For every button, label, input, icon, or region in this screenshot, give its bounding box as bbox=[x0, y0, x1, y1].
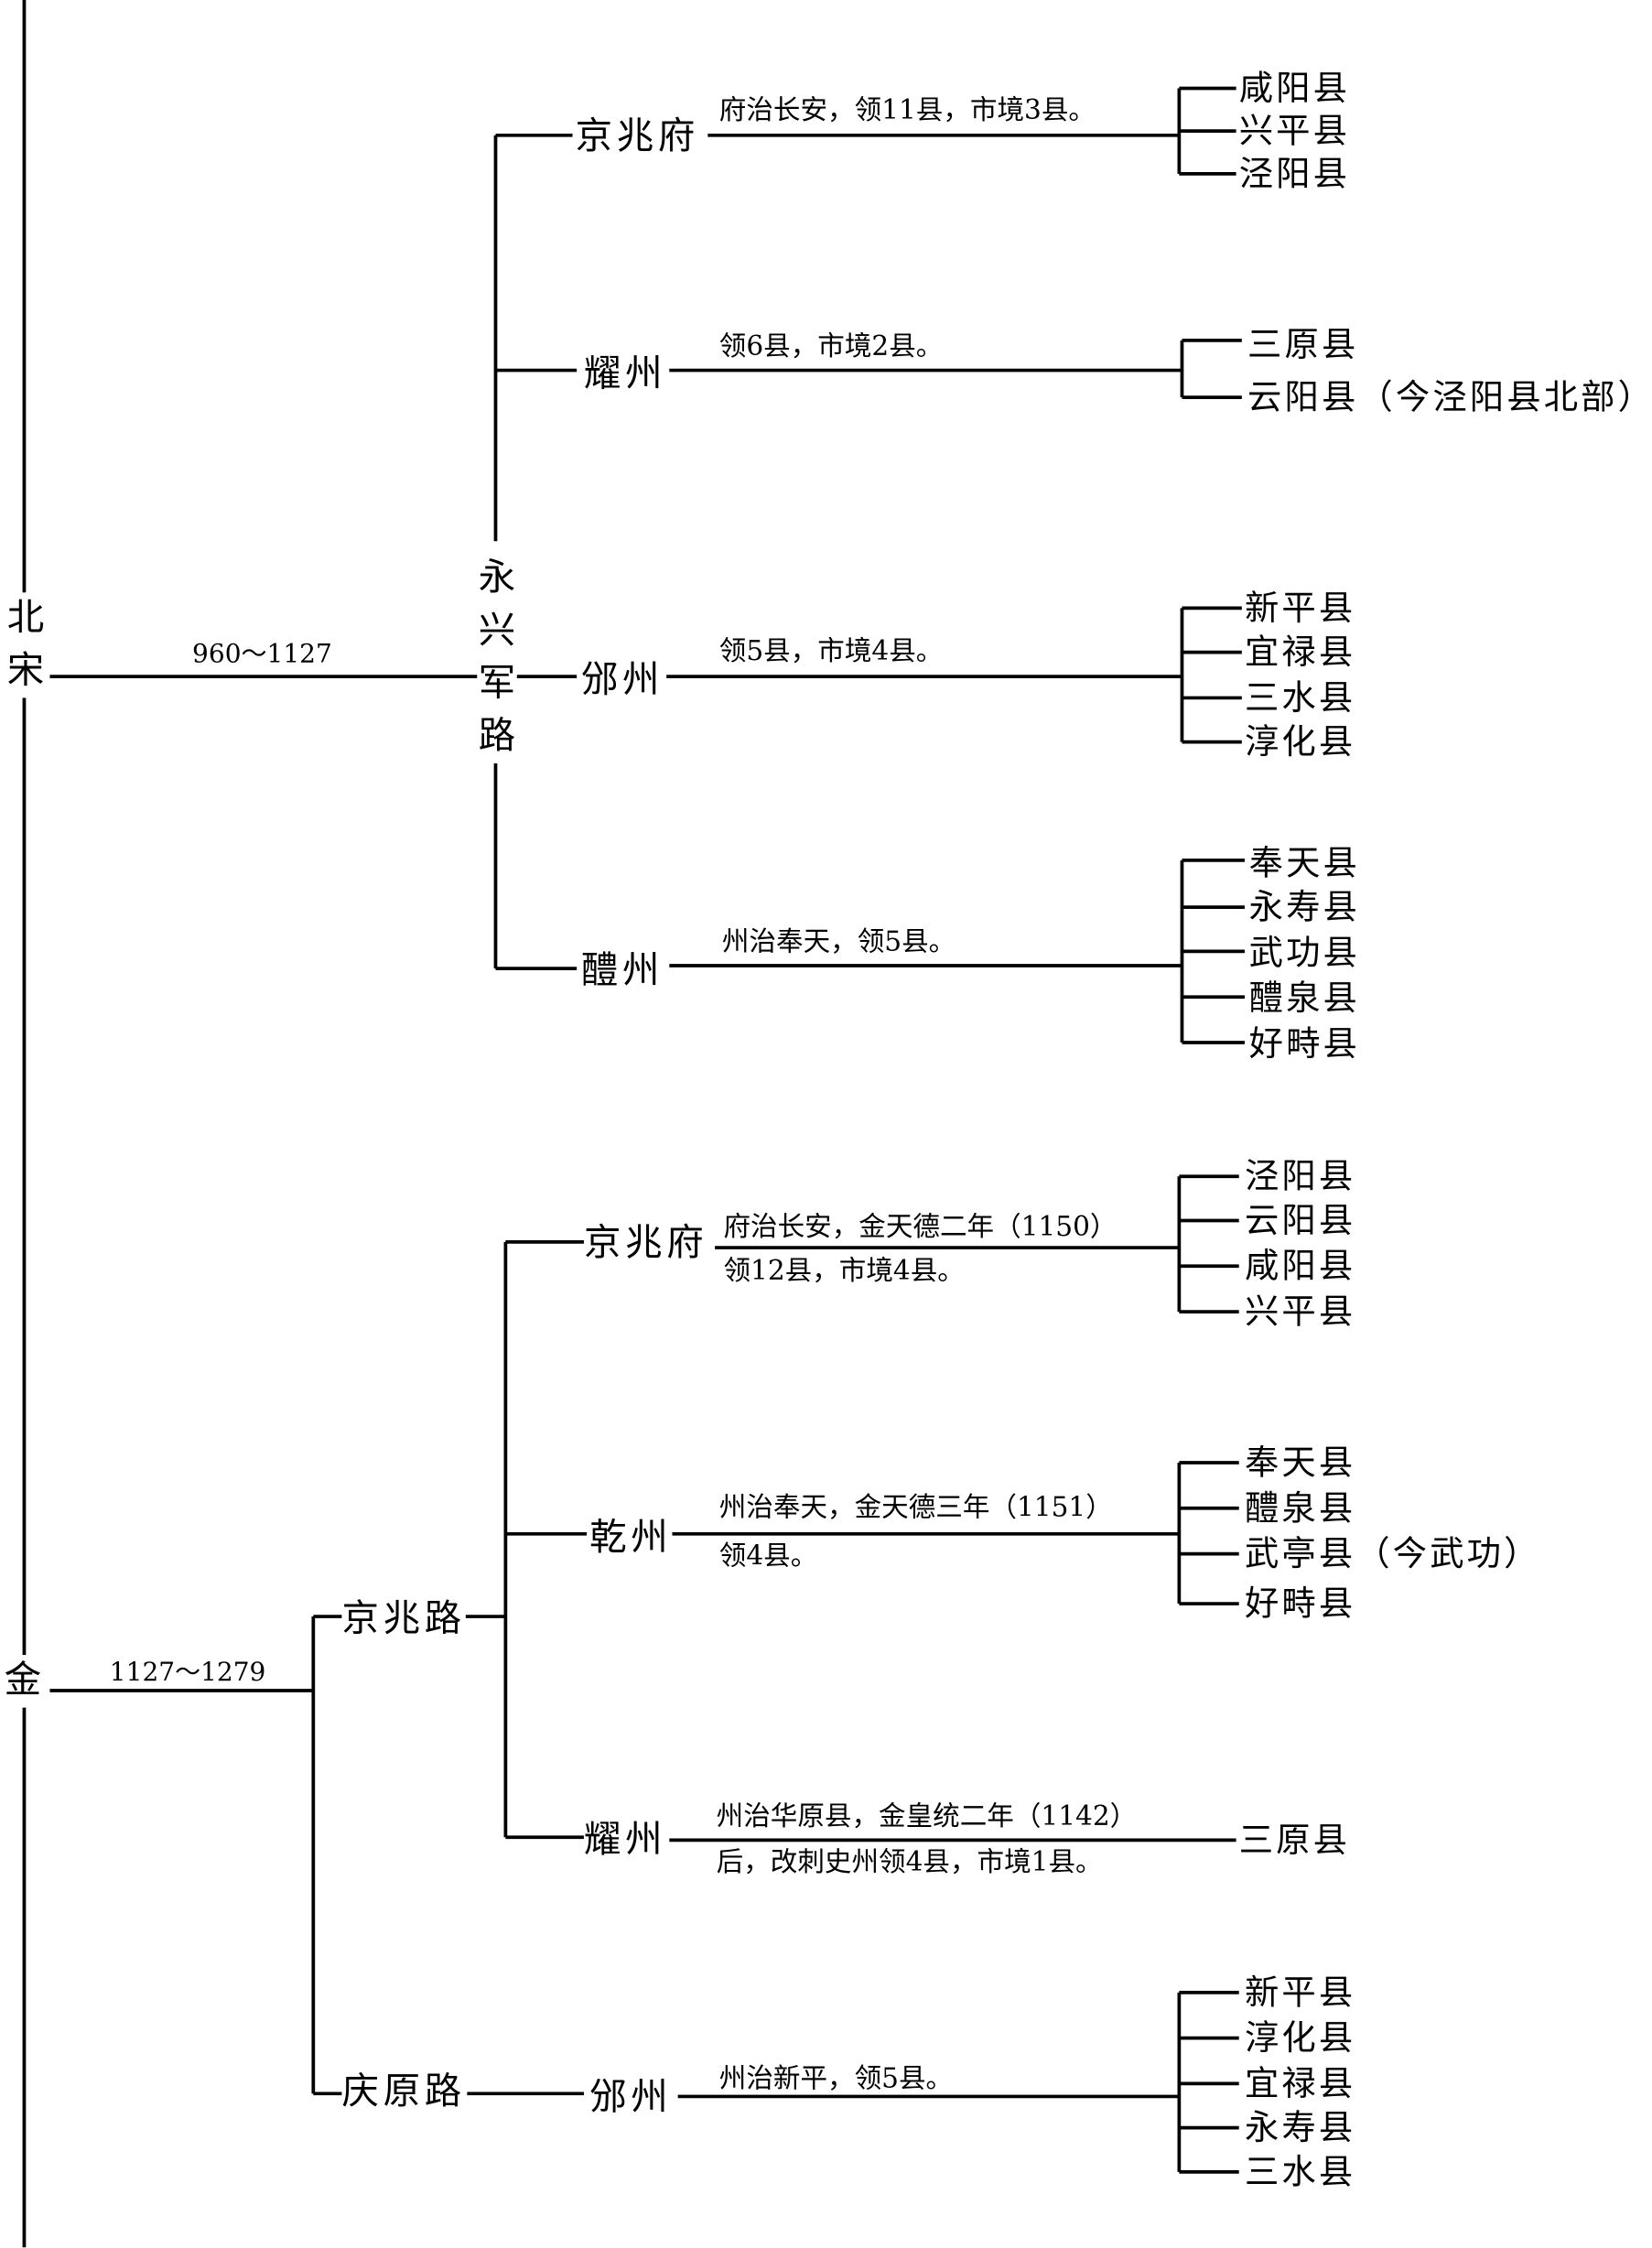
county: 淳化县 bbox=[1244, 721, 1356, 762]
dynasty-label-song: 北宋 bbox=[5, 592, 46, 698]
prefecture-note: 府治长安，领11县，市境3县。 bbox=[718, 94, 1096, 126]
county: 咸阳县 bbox=[1244, 1246, 1356, 1287]
county: 永寿县 bbox=[1248, 887, 1360, 927]
dynasty-label-jin: 金 bbox=[3, 1655, 43, 1708]
circuit-qingyuanlu: 庆原路 bbox=[341, 2070, 466, 2114]
county: 好畤县 bbox=[1244, 1583, 1356, 1624]
prefecture-binzhou: 邠州 bbox=[580, 659, 664, 703]
county: 三水县 bbox=[1244, 677, 1356, 719]
prefecture-binzhou: 邠州 bbox=[589, 2076, 673, 2120]
circuit-yongxing: 永兴军路 bbox=[477, 552, 517, 764]
county: 三原县 bbox=[1247, 324, 1359, 365]
county: 新平县 bbox=[1244, 588, 1356, 629]
circuit-jingzhaolu: 京兆路 bbox=[341, 1597, 466, 1641]
county: 醴泉县 bbox=[1244, 1488, 1356, 1529]
prefecture-yaozhou: 耀州 bbox=[583, 1819, 667, 1862]
county: 三原县 bbox=[1238, 1820, 1351, 1861]
prefecture-note: 领12县，市境4县。 bbox=[723, 1255, 965, 1287]
county: 淳化县 bbox=[1244, 2017, 1356, 2059]
prefecture-note: 州治奉天，领5县。 bbox=[721, 926, 956, 958]
county: 泾阳县 bbox=[1244, 1156, 1356, 1197]
county: 新平县 bbox=[1244, 1972, 1356, 2013]
prefecture-note: 领5县，市境4县。 bbox=[718, 635, 944, 667]
prefecture-note: 后，改刺史州领4县，市境1县。 bbox=[716, 1846, 1103, 1878]
county: 三水县 bbox=[1244, 2152, 1356, 2192]
prefecture-note: 领6县，市境2县。 bbox=[718, 330, 944, 363]
county: 武功县 bbox=[1248, 933, 1360, 973]
prefecture-yaozhou: 耀州 bbox=[583, 352, 667, 396]
county: 奉天县 bbox=[1244, 1443, 1356, 1483]
county: 咸阳县 bbox=[1238, 68, 1351, 109]
county: 宜禄县 bbox=[1244, 632, 1356, 673]
prefecture-note: 领4县。 bbox=[718, 1540, 818, 1573]
song-years: 960～1127 bbox=[192, 639, 332, 670]
jin-years: 1127～1279 bbox=[109, 1658, 266, 1688]
county: 奉天县 bbox=[1248, 843, 1360, 883]
county: 宜禄县 bbox=[1244, 2063, 1356, 2104]
county: 好畤县 bbox=[1248, 1023, 1360, 1065]
prefecture-jingzhaofu: 京兆府 bbox=[575, 115, 700, 158]
prefecture-qianzhou: 乾州 bbox=[589, 1517, 673, 1560]
county: 云阳县 bbox=[1244, 1200, 1356, 1241]
county: 永寿县 bbox=[1244, 2107, 1356, 2148]
prefecture-note: 州治奉天，金天德三年（1151） bbox=[718, 1491, 1113, 1524]
prefecture-note: 州治华原县，金皇统二年（1142） bbox=[716, 1800, 1138, 1832]
county: 兴平县 bbox=[1244, 1292, 1356, 1332]
county: 兴平县 bbox=[1238, 111, 1351, 151]
county: 武亭县（今武功） bbox=[1244, 1533, 1541, 1574]
prefecture-note: 府治长安，金天德二年（1150） bbox=[723, 1211, 1118, 1243]
county: 醴泉县 bbox=[1248, 978, 1360, 1019]
prefecture-lizhou: 醴州 bbox=[580, 949, 664, 993]
prefecture-note: 州治新平，领5县。 bbox=[718, 2062, 954, 2095]
prefecture-jingzhaofu: 京兆府 bbox=[583, 1222, 708, 1265]
county: 云阳县（今泾阳县北部） bbox=[1247, 377, 1652, 417]
county: 泾阳县 bbox=[1238, 154, 1351, 194]
